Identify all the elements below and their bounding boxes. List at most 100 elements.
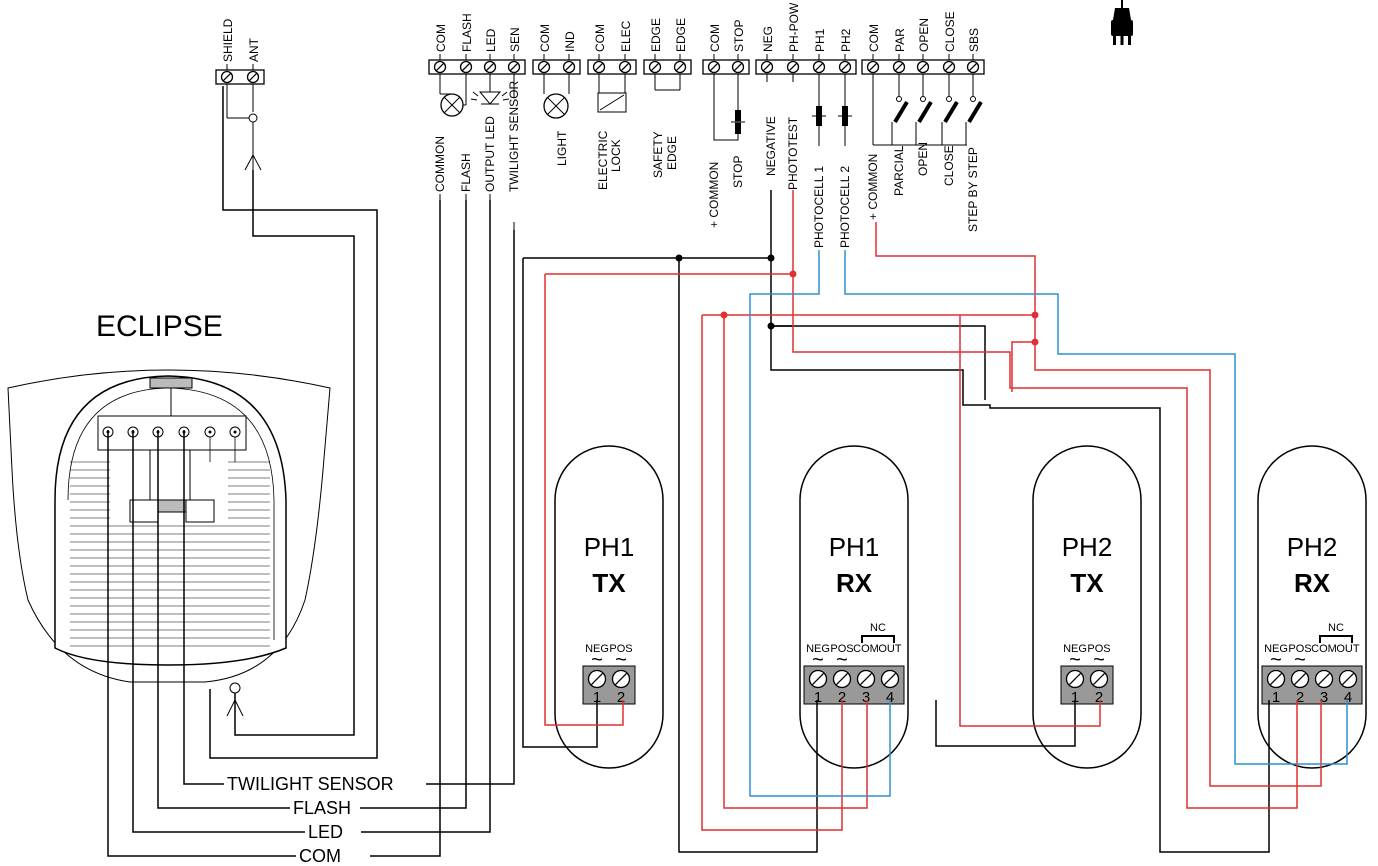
photocell-switch-icon (812, 82, 852, 146)
terminal-label-inputs-2: OPEN (917, 18, 931, 52)
terminal-label-light-0: COM (538, 24, 552, 52)
antenna-icon (244, 154, 262, 171)
terminal-screw-icon (808, 669, 828, 689)
ac-symbol: ~ (812, 649, 824, 671)
pin-label: POS (1288, 643, 1311, 655)
terminal-label-inputs-0: COM (867, 24, 881, 52)
terminal-screw-icon (592, 60, 606, 74)
pin-number: 2 (838, 689, 846, 706)
pin-number: 3 (862, 689, 870, 706)
stop-switch-icon (713, 82, 745, 141)
board-label-stop: STOP (731, 156, 745, 188)
pin-number: 4 (1344, 689, 1352, 706)
pin-number: 2 (1095, 689, 1103, 706)
wire-label-twilight: TWILIGHT SENSOR (227, 774, 394, 794)
wire-label-com: COM (299, 846, 341, 866)
photocell-name: PH2 (1287, 532, 1338, 562)
pin-number: 3 (1320, 689, 1328, 706)
antenna-wiring (209, 86, 378, 759)
ac-symbol: ~ (1093, 649, 1105, 671)
nc-label: NC (870, 622, 886, 634)
board-label-photocell_2: PHOTOCELL 2 (838, 166, 852, 248)
board-label-phototest: PHOTOTEST (786, 116, 800, 190)
terminal-screw-icon (1338, 669, 1358, 689)
terminal-label-antenna-1: ANT (247, 37, 261, 62)
pin-label: POS (1087, 643, 1110, 655)
pin-number: 2 (617, 689, 625, 706)
photocell-type: RX (1294, 568, 1331, 598)
terminal-label-lock-1: ELEC (619, 20, 633, 52)
terminal-label-flash-0: COM (434, 24, 448, 52)
terminal-label-flash-2: LED (484, 28, 498, 52)
terminal-label-lock-0: COM (593, 24, 607, 52)
terminal-screw-icon (1290, 669, 1310, 689)
pin-number: 1 (1272, 689, 1280, 706)
board-label-close: CLOSE (942, 145, 956, 186)
accessory-symbols (439, 82, 983, 146)
terminal-label-edge-1: EDGE (674, 18, 688, 52)
photocells: PH1TX1NEG~2POS~PH1RX1NEG~2POS~3COM4OUTNC… (554, 445, 1367, 769)
terminal-label-stop-1: STOP (732, 20, 746, 52)
board-label-electric_lock_2: LOCK (609, 139, 623, 172)
terminal-label-inputs-1: PAR (893, 28, 907, 52)
photocell-type: RX (836, 568, 873, 598)
terminal-screw-icon (760, 60, 774, 74)
board-label-twilight_sensor: TWILIGHT SENSOR (507, 81, 521, 192)
plug-icon (1111, 0, 1133, 45)
terminal-screw-icon (220, 70, 234, 84)
terminal-screw-icon (673, 60, 687, 74)
terminal-screw-icon (1089, 669, 1109, 689)
terminal-label-photo-2: PH1 (813, 28, 827, 52)
terminal-screw-icon (537, 60, 551, 74)
pin-number: 1 (593, 689, 601, 706)
terminal-screw-icon (707, 60, 721, 74)
ac-symbol: ~ (615, 649, 627, 671)
photocell-wiring (522, 190, 1348, 853)
terminal-strip-stop: COM STOP (702, 20, 750, 82)
pin-label: OUT (878, 643, 902, 655)
pin-number: 2 (1296, 689, 1304, 706)
terminal-screw-icon (204, 426, 216, 438)
board-label-plus_common: + COMMON (707, 162, 721, 228)
terminal-screw-icon (433, 60, 447, 74)
board-label-photocell_1: PHOTOCELL 1 (812, 166, 826, 248)
pin-label: NEG (806, 643, 830, 655)
photocell-type: TX (1070, 568, 1104, 598)
terminal-screw-icon (507, 60, 521, 74)
pin-label: NEG (1063, 643, 1087, 655)
terminal-strip-edge: EDGE EDGE (643, 18, 692, 82)
terminal-label-photo-3: PH2 (839, 28, 853, 52)
terminal-label-light-1: IND (563, 31, 577, 52)
pin-number: 1 (814, 689, 822, 706)
terminal-label-photo-0: NEG (761, 26, 775, 52)
board-label-safety_edge_2: EDGE (665, 136, 679, 170)
terminal-screw-icon (916, 60, 930, 74)
pin-label: COM (853, 643, 879, 655)
terminal-screw-icon (1266, 669, 1286, 689)
pin-label: POS (830, 643, 853, 655)
terminal-label-inputs-3: CLOSE (943, 11, 957, 52)
eclipse-wires: TWILIGHT SENSOR FLASH LED COM (107, 200, 515, 866)
terminal-label-edge-0: EDGE (649, 18, 663, 52)
terminal-screw-icon (832, 669, 852, 689)
terminal-screw-icon (786, 60, 800, 74)
nc-label: NC (1328, 622, 1344, 634)
terminal-screw-icon (856, 669, 876, 689)
terminal-screw-icon (611, 669, 631, 689)
board-label-safety_edge_1: SAFETY (651, 131, 665, 178)
board-label-negative: NEGATIVE (764, 116, 778, 176)
terminal-screw-icon (880, 669, 900, 689)
terminal-screw-icon (618, 60, 632, 74)
pin-label: NEG (585, 643, 609, 655)
terminal-screw-icon (866, 60, 880, 74)
board-label-parcial: PARCIAL (892, 145, 906, 196)
terminal-label-stop-0: COM (708, 24, 722, 52)
ac-symbol: ~ (1294, 649, 1306, 671)
terminal-screw-icon (838, 60, 852, 74)
